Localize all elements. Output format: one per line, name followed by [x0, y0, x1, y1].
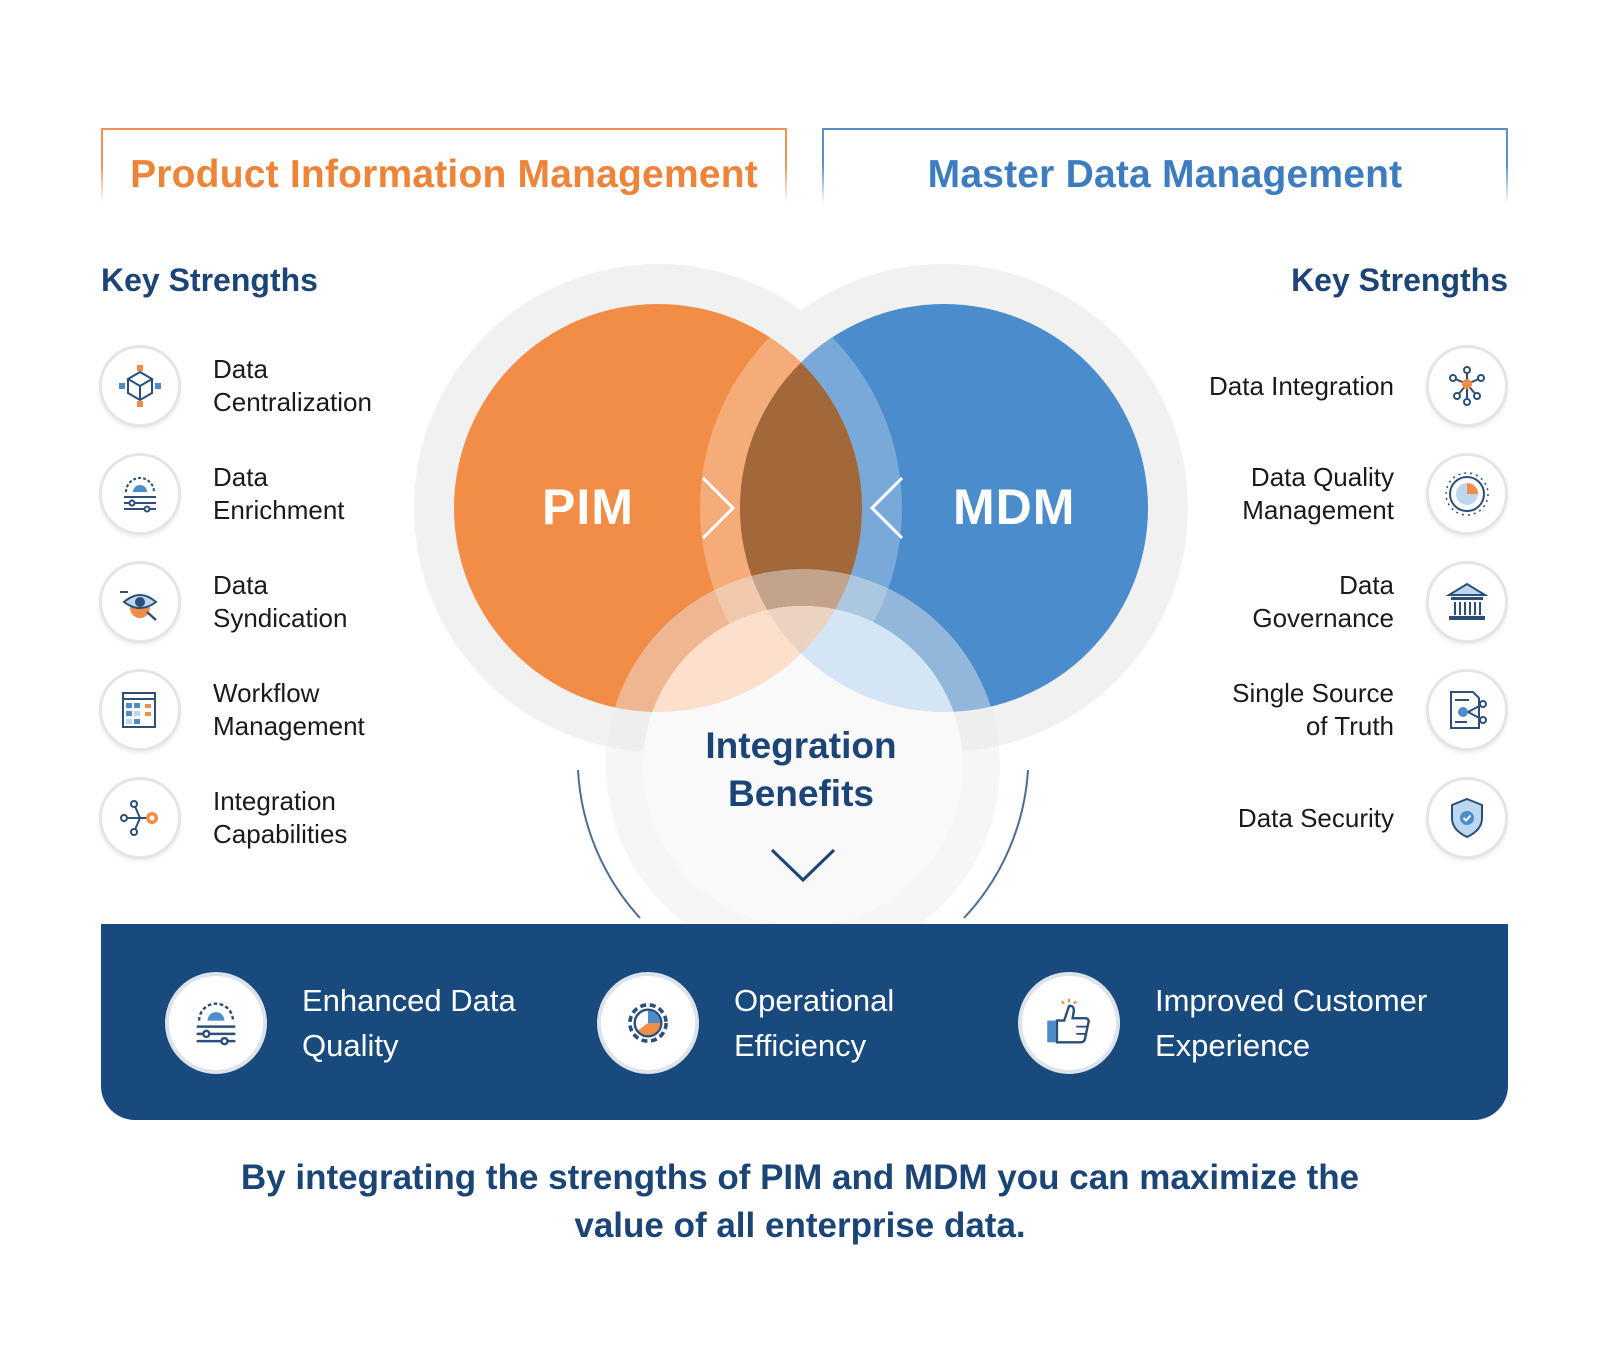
strength-label: Data Integration — [1208, 370, 1394, 401]
strength-label: Data Syndication — [213, 570, 348, 633]
gear-sliders-icon — [165, 972, 267, 1074]
gear-sliders-icon — [99, 453, 181, 535]
strength-label: Single Source of Truth — [1232, 678, 1394, 741]
mdm-strength-item: Data Governance — [1204, 559, 1508, 645]
mdm-title: Master Data Management — [927, 153, 1403, 196]
strength-label: Integration Capabilities — [213, 786, 348, 849]
hub-network-icon — [1426, 345, 1508, 427]
outline-arc — [577, 769, 641, 919]
mdm-key-strengths-heading: Key Strengths — [1291, 262, 1508, 298]
benefit-item: Improved Customer Experience — [1018, 972, 1485, 1074]
benefit-label: Improved Customer Experience — [1155, 983, 1428, 1063]
strength-label: Workflow Management — [213, 678, 365, 741]
pim-tab: Product Information Management — [99, 128, 789, 204]
network-cube-icon — [99, 345, 181, 427]
benefit-item: Operational Efficiency — [597, 972, 954, 1074]
document-link-icon — [1426, 669, 1508, 751]
strength-label: Data Governance — [1252, 570, 1394, 633]
integration-benefits-title: Integration Benefits — [705, 725, 897, 814]
chevron-right-icon — [701, 476, 736, 540]
strength-label: Data Security — [1237, 802, 1394, 833]
pim-key-strengths-heading: Key Strengths — [101, 262, 318, 298]
chevron-left-icon — [869, 476, 904, 540]
strength-label: Data Centralization — [213, 354, 372, 417]
pim-strength-item: Data Enrichment — [99, 451, 403, 537]
pim-label: PIM — [542, 479, 634, 535]
outline-arc — [963, 769, 1029, 919]
mdm-strength-item: Single Source of Truth — [1204, 667, 1508, 753]
grid-sheet-icon — [99, 669, 181, 751]
strength-label: Data Enrichment — [213, 462, 345, 525]
mdm-tab: Master Data Management — [820, 128, 1510, 204]
benefit-label: Enhanced Data Quality — [302, 983, 516, 1063]
mdm-strength-item: Data Integration — [1204, 343, 1508, 429]
gear-pie-icon — [597, 972, 699, 1074]
connector-nodes-icon — [99, 777, 181, 859]
chevron-down-icon — [770, 848, 836, 883]
pim-strength-item: Integration Capabilities — [99, 775, 403, 861]
mdm-strength-item: Data Security — [1204, 775, 1508, 861]
benefits-band — [101, 924, 1508, 1120]
mdm-strength-item: Data Quality Management — [1204, 451, 1508, 537]
pie-target-icon — [1426, 453, 1508, 535]
pim-title: Product Information Management — [130, 153, 758, 196]
pim-strength-item: Workflow Management — [99, 667, 403, 753]
shield-check-icon — [1426, 777, 1508, 859]
thumbs-up-icon — [1018, 972, 1120, 1074]
institution-icon — [1426, 561, 1508, 643]
pim-strength-item: Data Syndication — [99, 559, 403, 645]
eye-search-icon — [99, 561, 181, 643]
footer-statement: By integrating the strengths of PIM and … — [240, 1158, 1360, 1245]
benefit-label: Operational Efficiency — [734, 983, 895, 1063]
pim-strength-item: Data Centralization — [99, 343, 403, 429]
benefit-item: Enhanced Data Quality — [165, 972, 562, 1074]
strength-label: Data Quality Management — [1242, 462, 1394, 525]
mdm-label: MDM — [953, 479, 1076, 535]
